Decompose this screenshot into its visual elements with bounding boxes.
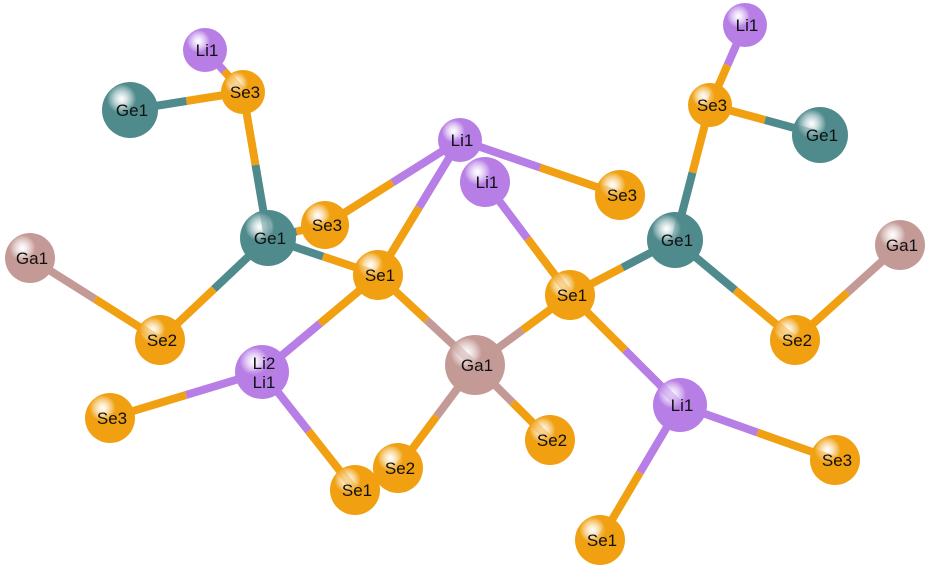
atom-sphere [653,378,707,432]
atom-se2: Se2 [373,443,423,493]
atom-sphere [688,83,732,127]
atom-sphere [770,315,820,365]
atom-label: Se3 [230,83,260,102]
atom-se3: Se3 [221,70,265,114]
atom-se3: Se3 [301,201,349,249]
atom-sphere [595,170,645,220]
atom-sphere [85,393,135,443]
atom-sphere [723,3,767,47]
atom-sphere [183,28,227,72]
atom-se3: Se3 [85,393,135,443]
atom-sphere [460,157,510,207]
atom-label: Ga1 [886,236,918,255]
atom-label: Li1 [671,396,694,415]
atom-se3: Se3 [595,170,645,220]
atom-label: Se3 [607,186,637,205]
atom-sphere [647,212,703,268]
atom-li1: Li1 [460,157,510,207]
atom-ga1: Ga1 [875,220,925,270]
atom-label: Li1 [736,16,759,35]
atom-sphere [235,345,289,399]
atom-se1: Se1 [545,270,595,320]
atom-label: Ge1 [116,101,148,120]
atom-label: Se2 [782,331,812,350]
atom-sphere [445,335,505,395]
bonds-layer [27,23,903,543]
atom-sphere [545,270,595,320]
atom-ge1: Ge1 [102,82,158,138]
atom-label: Se2 [385,459,415,478]
atom-ge1: Ge1 [792,107,848,163]
atom-label: Ge1 [806,126,838,145]
atom-se2: Se2 [135,315,185,365]
atom-label: Se3 [822,451,852,470]
atom-sphere [575,515,625,565]
atom-se2: Se2 [770,315,820,365]
atom-label: Se3 [697,96,727,115]
atom-label: Se1 [365,266,395,285]
atom-label: Se1 [587,531,617,550]
atom-label: Se3 [312,216,342,235]
atom-sphere [525,415,575,465]
atom-se1: Se1 [330,465,380,515]
atom-li1: Li1 [183,28,227,72]
atom-sphere [240,210,296,266]
atom-label: Se3 [97,409,127,428]
atom-ge1: Ge1 [647,212,703,268]
atom-se3: Se3 [688,83,732,127]
atom-ge1: Ge1 [240,210,296,266]
atom-label: Se2 [537,431,567,450]
atom-sphere [875,220,925,270]
atom-sphere [330,465,380,515]
atom-label: Ga1 [16,249,48,268]
atom-label: Li1 [451,131,474,150]
atom-ga1: Ga1 [445,335,505,395]
atom-li1: Li1 [438,118,482,162]
atom-label: Ge1 [661,231,693,250]
atom-label: Li1 [196,41,219,60]
atom-sphere [373,443,423,493]
atom-label: Ge1 [254,229,286,248]
atom-se1: Se1 [353,250,403,300]
atom-sphere [135,315,185,365]
atom-sphere [221,70,265,114]
atom-sphere [301,201,349,249]
atom-sphere [792,107,848,163]
atom-li1: Li1 [653,378,707,432]
atoms-layer: Li1Se3Ge1Ga1Ge1Se3Se2Li1Li1Se1Li2Li1Se3S… [5,3,925,565]
atom-label: Ga1 [461,356,493,375]
atom-label: Li2 [253,354,276,373]
atom-sphere [353,250,403,300]
atom-sphere [810,435,860,485]
atom-se2: Se2 [525,415,575,465]
atom-sphere [102,82,158,138]
atom-label: Li1 [476,173,499,192]
atom-label: Li1 [253,373,276,392]
atom-label: Se2 [147,331,177,350]
atom-label: Se1 [557,286,587,305]
atom-se1: Se1 [575,515,625,565]
atom-li1: Li1 [723,3,767,47]
atom-ga1: Ga1 [5,233,55,283]
atom-se3: Se3 [810,435,860,485]
atom-label: Se1 [342,481,372,500]
atom-sphere [5,233,55,283]
atom-sphere [438,118,482,162]
